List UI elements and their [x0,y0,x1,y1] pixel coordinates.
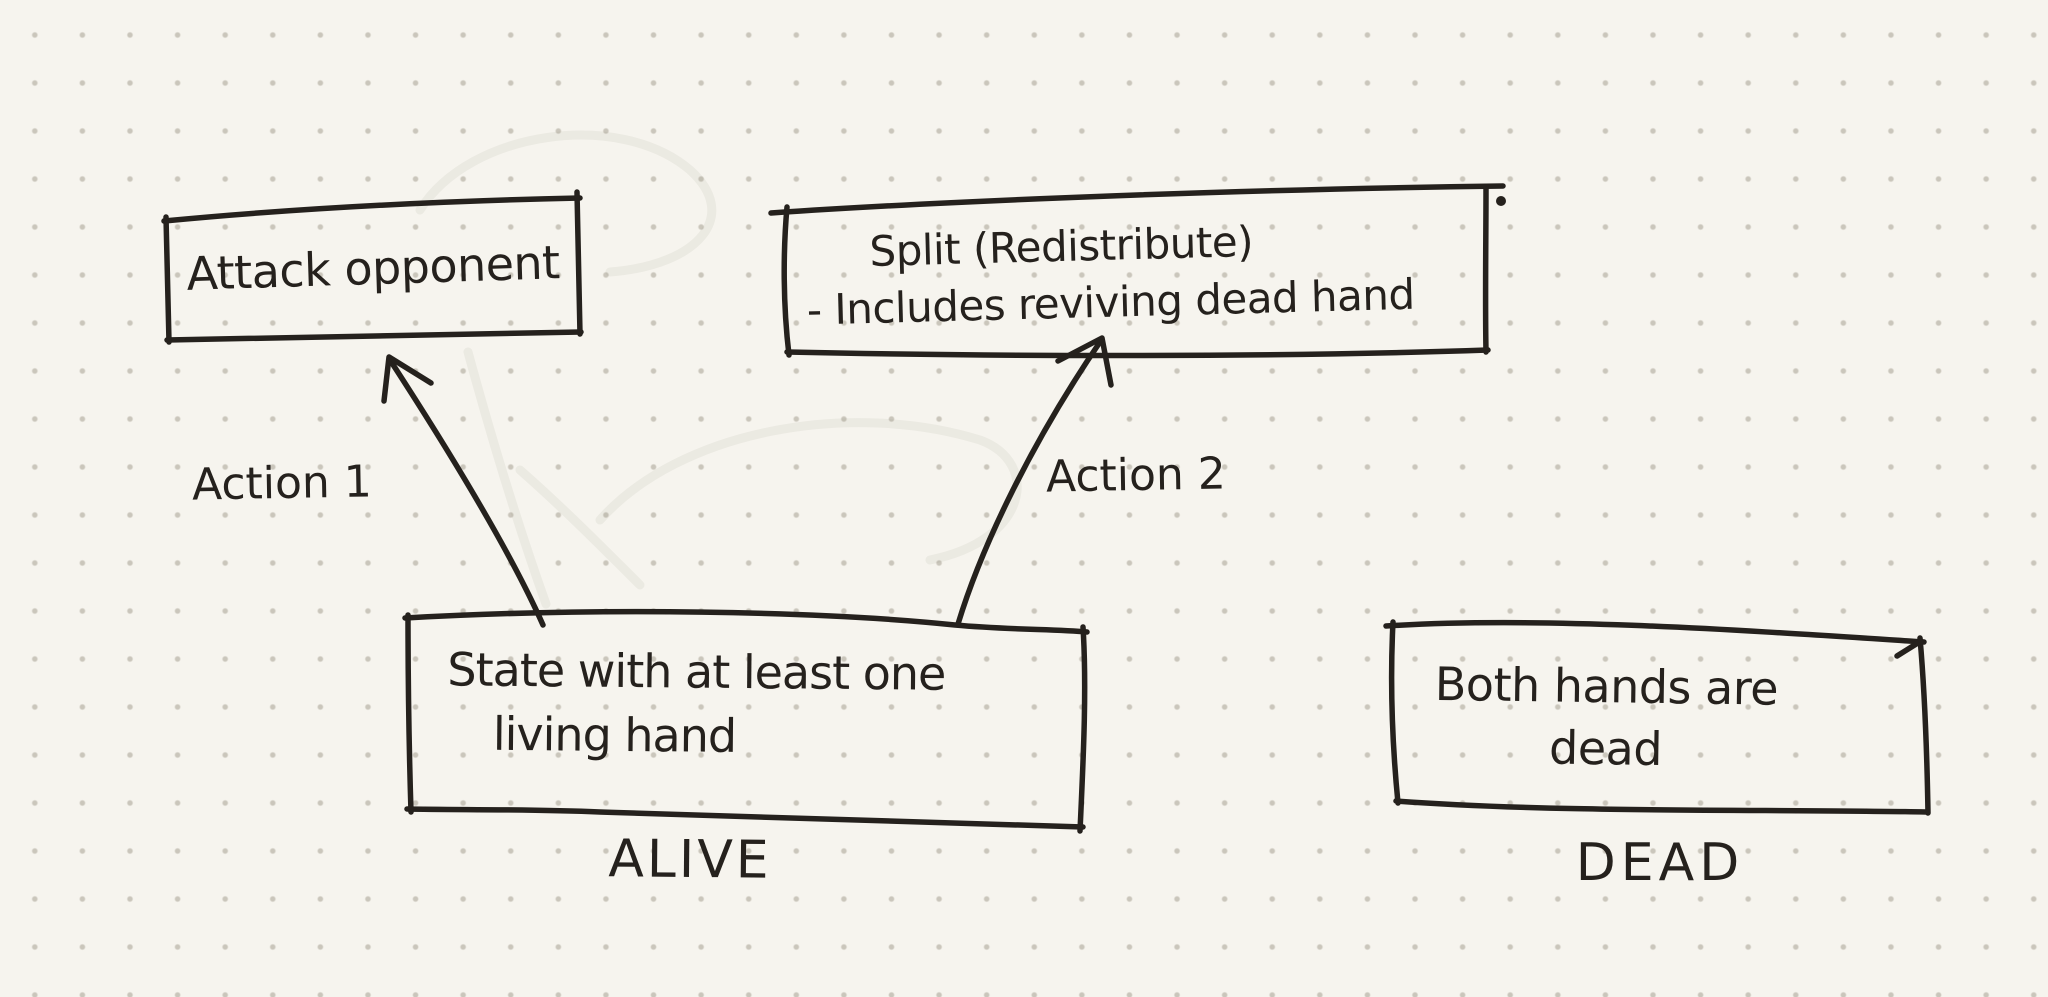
node-alive-state: State with at least one living hand [414,642,1077,798]
node-split-redistribute: Split (Redistribute) - Includes reviving… [790,189,1484,357]
alive-label-line2: living hand [492,706,737,763]
action1-arrow [381,354,546,628]
caption-dead: DEAD [1575,833,1745,893]
action2-arrow [955,335,1114,627]
dead-label-line1: Both hands are [1434,656,1779,716]
edge-label-action2: Action 2 [1045,448,1227,503]
alive-label-line1: State with at least one [447,642,946,701]
node-dead-state: Both hands are dead [1394,644,1928,791]
node-attack-opponent: Attack opponent [168,196,578,341]
dead-state-box-outline [1383,619,1931,816]
ink-fleck [1496,196,1506,206]
split-label-line1: Split (Redistribute) [868,216,1254,276]
attack-opponent-label: Attack opponent [185,235,561,301]
edge-label-action1: Action 1 [191,456,373,511]
action1-arrowhead-icon [381,354,434,404]
attack-opponent-box-outline [161,189,584,345]
alive-state-box-outline [402,608,1090,834]
split-box-outline [768,183,1506,359]
action2-arrowhead-icon [1055,335,1114,388]
dead-label-line2: dead [1548,720,1663,777]
bleed-through-marks [415,130,1022,609]
caption-alive: ALIVE [608,829,772,891]
split-label-line2: - Includes reviving dead hand [806,269,1416,335]
